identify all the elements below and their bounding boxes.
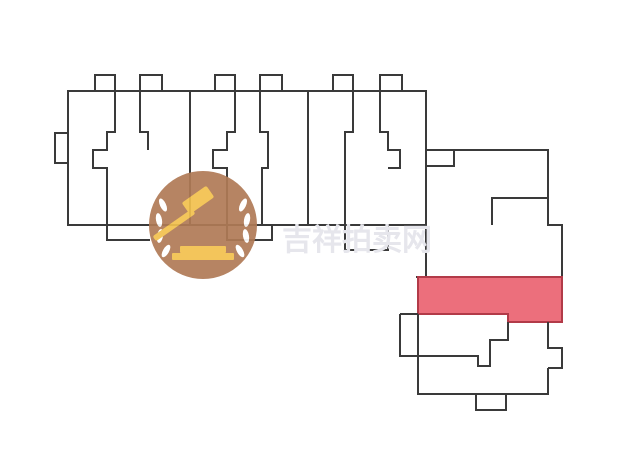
junction-tab xyxy=(425,149,455,167)
upper-wing-right xyxy=(547,198,563,277)
stair-core-left xyxy=(92,91,150,241)
roof-tab xyxy=(139,74,163,92)
roof-tab xyxy=(332,74,354,92)
stair-core-right xyxy=(379,91,401,169)
bottom-tab xyxy=(475,393,507,411)
lower-right-bump xyxy=(547,322,563,369)
left-side-bump xyxy=(54,132,69,164)
stair-core-right xyxy=(139,91,149,150)
roof-tab xyxy=(94,74,116,92)
upper-wing-outline xyxy=(454,149,549,225)
lower-wing-outline xyxy=(417,314,549,395)
roof-tab xyxy=(214,74,236,92)
badge-circle xyxy=(149,171,257,279)
roof-tab xyxy=(379,74,403,92)
highlighted-unit[interactable] xyxy=(417,276,563,323)
segment-3 xyxy=(332,74,403,251)
roof-tab xyxy=(259,74,283,92)
watermark-text: 吉祥拍卖网 xyxy=(282,223,432,258)
gavel-icon xyxy=(153,186,234,260)
laurel-right-icon xyxy=(235,198,251,258)
lower-stair-core xyxy=(399,313,509,367)
stair-core-right xyxy=(259,91,269,225)
watermark-emblem xyxy=(149,171,257,279)
building-right-block xyxy=(399,149,563,411)
stair-core-left xyxy=(344,91,389,251)
